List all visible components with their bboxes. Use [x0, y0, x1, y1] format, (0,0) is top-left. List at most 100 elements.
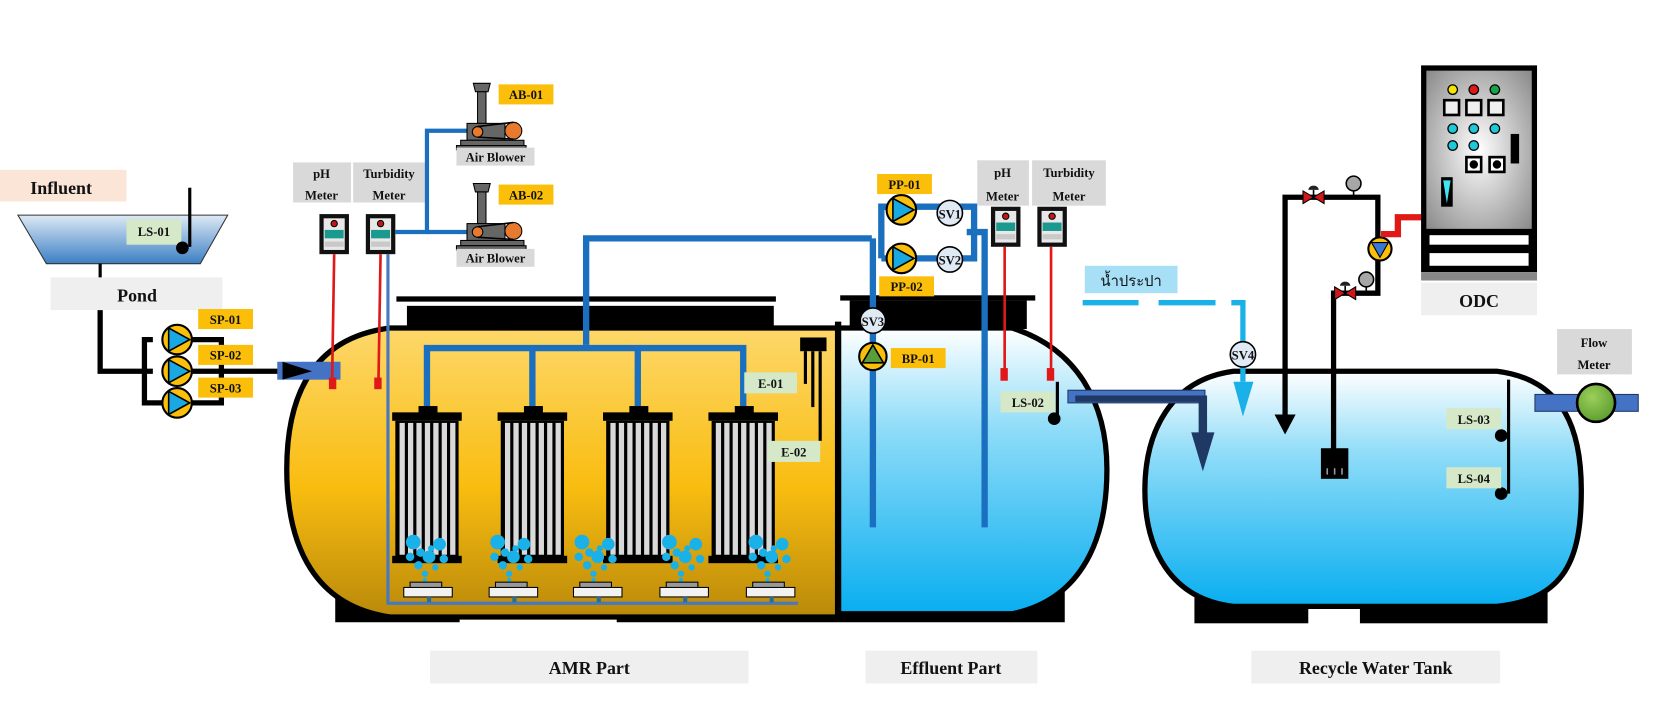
odc-control-panel[interactable]: ODC: [1421, 65, 1538, 316]
pressure-gauge-bottom: [1358, 271, 1375, 294]
eff-ph-label-1: pH: [994, 166, 1011, 180]
amr-turbidity-probe: [374, 377, 382, 390]
effluent-part-label-box: [865, 650, 1038, 684]
sv1-label: SV1: [939, 207, 961, 221]
panel-button-2[interactable]: [1465, 98, 1483, 117]
eff-turbidity-label-1: Turbidity: [1043, 166, 1095, 180]
pressure-gauge-top: [1345, 175, 1362, 199]
tap-water-line: น้ำประปา SV4: [1082, 265, 1257, 417]
membrane-1[interactable]: [392, 406, 462, 564]
ls03-level-switch[interactable]: [1494, 429, 1508, 442]
bp01-tag: [890, 348, 946, 369]
flow-meter-label-2: Meter: [1577, 358, 1610, 372]
pp01-tag: [877, 174, 932, 195]
tap-water-label-box: [1084, 265, 1178, 294]
valve-top[interactable]: [1302, 184, 1325, 205]
ls04-tag: [1446, 467, 1502, 489]
panel-button-1[interactable]: [1442, 98, 1461, 117]
pump-sp02[interactable]: [161, 355, 193, 388]
ls01-level-switch[interactable]: [176, 241, 189, 255]
sp03-tag: [198, 377, 254, 398]
recycle-pump[interactable]: [1367, 236, 1393, 262]
air-blower-1-label-box: [456, 147, 535, 166]
membrane-2[interactable]: [497, 406, 568, 564]
indicator-red: [1468, 84, 1480, 96]
air-blowers: AB-01 AB-02 Air Blower Air Blower: [386, 82, 799, 605]
electrode-head[interactable]: [800, 337, 827, 352]
ls03-label: LS-03: [1458, 413, 1490, 427]
panel-button-3[interactable]: [1487, 98, 1505, 117]
air-blower-2-label-box: [456, 248, 535, 267]
panel-lamp-1: [1447, 123, 1459, 135]
flow-meter[interactable]: [1575, 382, 1617, 424]
amr-ph-probe: [328, 377, 337, 390]
amr-ph-meter[interactable]: [318, 213, 350, 255]
solenoid-valve-sv2[interactable]: SV2: [936, 245, 964, 273]
pond-label: Pond: [117, 286, 157, 306]
solenoid-valve-sv4[interactable]: SV4: [1229, 340, 1257, 368]
ls02-level-switch[interactable]: [1047, 412, 1061, 426]
eff-turbidity-label-box: [1032, 160, 1106, 206]
panel-handle[interactable]: [1510, 133, 1520, 164]
recycle-instruments: LS-03 LS-04 Flow Meter: [1446, 329, 1639, 500]
recycle-tank-label: Recycle Water Tank: [1299, 658, 1453, 678]
amr-turbidity-meter[interactable]: [365, 213, 396, 255]
bp01-label: BP-01: [902, 352, 935, 366]
eff-ph-label-2: Meter: [986, 189, 1019, 203]
eff-turbidity-probe: [1046, 368, 1055, 381]
indicator-green: [1489, 84, 1501, 96]
pump-bp01[interactable]: [858, 341, 888, 372]
sp03-label: SP-03: [210, 381, 242, 395]
pump-sp01[interactable]: [161, 323, 193, 356]
influent-label: Influent: [30, 178, 92, 198]
transfer-pipe: [1067, 389, 1215, 472]
amr-ph-label-box: [293, 162, 352, 203]
ls01-label: LS-01: [138, 225, 170, 239]
pump-pp01[interactable]: [885, 194, 918, 226]
sv2-label: SV2: [939, 254, 961, 268]
pp02-label: PP-02: [890, 280, 922, 294]
air-blower-1-label: Air Blower: [466, 150, 526, 164]
sv3-label: SV3: [862, 315, 884, 329]
influent-section: Influent LS-01 Pond: [0, 169, 290, 406]
e01-label: E-01: [758, 377, 783, 391]
solenoid-valve-sv1[interactable]: SV1: [936, 199, 964, 227]
eff-turbidity-meter[interactable]: [1036, 206, 1068, 248]
valve-bottom[interactable]: [1333, 280, 1357, 301]
ls02-label: LS-02: [1012, 396, 1044, 410]
sp02-label: SP-02: [210, 349, 242, 363]
e02-label: E-02: [781, 446, 806, 460]
amr-turbidity-label-1: Turbidity: [363, 167, 415, 181]
effluent-tank-body[interactable]: [835, 325, 1110, 617]
eff-ph-label-box: [977, 160, 1029, 206]
effluent-part-label: Effluent Part: [900, 658, 1001, 678]
pump-pp02[interactable]: [885, 242, 918, 275]
ls04-level-switch[interactable]: [1494, 487, 1508, 500]
eff-ph-meter[interactable]: [990, 206, 1022, 248]
ls03-tag: [1446, 408, 1502, 430]
pond-basin[interactable]: [17, 214, 229, 265]
sp01-tag: [198, 309, 254, 330]
e02-tag: [767, 440, 821, 462]
electrodes: E-01 E-02: [744, 337, 827, 462]
membrane-modules: [392, 235, 872, 603]
air-blower-2-label: Air Blower: [466, 252, 526, 266]
solenoid-valve-sv3[interactable]: SV3: [859, 307, 887, 335]
amr-part-label-box: [430, 650, 749, 684]
section-labels: AMR Part Effluent Part Recycle Water Tan…: [430, 650, 1501, 684]
amr-turbidity-label-box: [353, 162, 425, 203]
pp01-label: PP-01: [888, 178, 920, 192]
recycle-tank-body[interactable]: [1142, 368, 1584, 610]
permeate-pumps: SV1 SV2 SV3 PP-01 PP-02 BP-01: [858, 174, 988, 528]
membrane-4[interactable]: [708, 406, 779, 564]
panel-lamp-4: [1447, 140, 1459, 151]
ls02-tag: [1000, 391, 1056, 413]
membrane-3[interactable]: [603, 406, 673, 564]
pump-sp03[interactable]: [161, 387, 193, 419]
influent-label-box: [0, 169, 127, 202]
odc-label-box: [1421, 282, 1538, 316]
amr-turbidity-label-2: Meter: [373, 188, 406, 202]
sv4-label: SV4: [1232, 349, 1255, 363]
panel-lamp-3: [1489, 123, 1501, 135]
